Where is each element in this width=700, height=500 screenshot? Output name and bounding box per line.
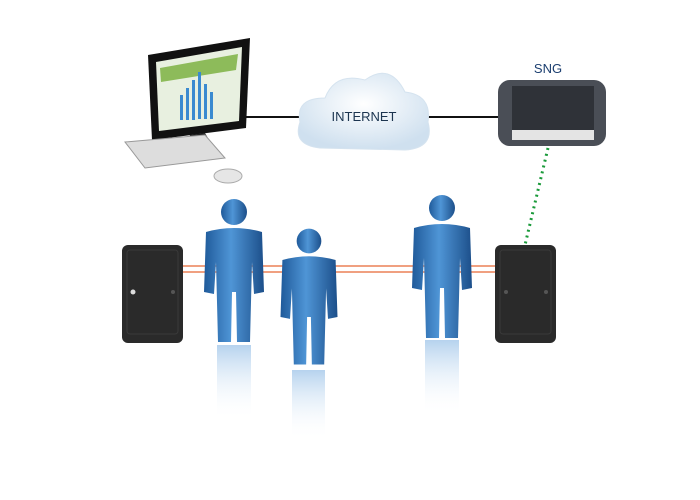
person-icon — [280, 228, 338, 365]
sng-device — [498, 80, 606, 146]
person-icon — [412, 195, 472, 338]
person-icon — [204, 199, 264, 342]
sensor-right — [495, 245, 556, 343]
sensor-left — [122, 245, 183, 343]
person-reflection — [217, 340, 459, 440]
computer-icon — [124, 38, 250, 184]
wireless-link — [523, 147, 550, 246]
internet-cloud — [297, 72, 430, 151]
sng-label: SNG — [534, 61, 562, 76]
internet-label: INTERNET — [332, 109, 397, 124]
